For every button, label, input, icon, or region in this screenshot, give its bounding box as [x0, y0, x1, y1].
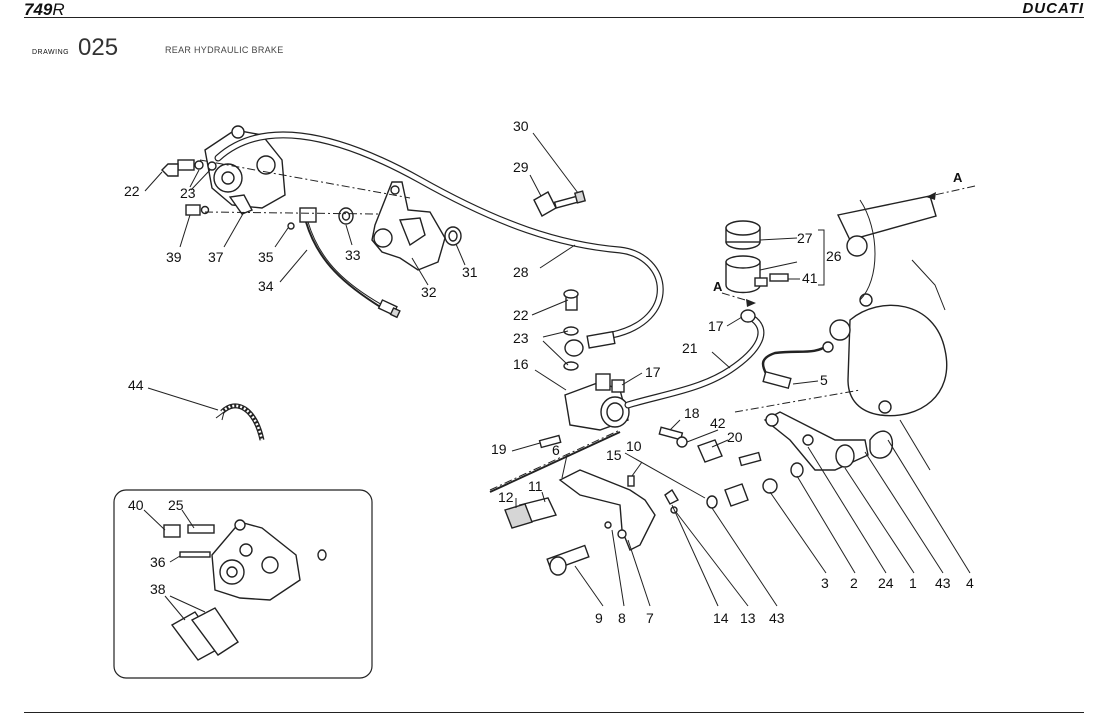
callout-5: 5 — [820, 372, 828, 388]
brand-logo: DUCATI — [1022, 0, 1084, 17]
callout-11: 11 — [528, 478, 543, 494]
footer-divider — [24, 712, 1084, 713]
callout-27: 27 — [797, 230, 813, 246]
callout-7: 7 — [646, 610, 654, 626]
callout-43: 43 — [935, 575, 951, 591]
caliper-bracket — [338, 181, 462, 271]
callout-29: 29 — [513, 159, 529, 175]
callout-24: 24 — [878, 575, 894, 591]
callout-34: 34 — [258, 278, 274, 294]
callout-8: 8 — [618, 610, 626, 626]
cable-clip — [215, 403, 265, 441]
callout-36: 36 — [150, 554, 166, 570]
callout-32: 32 — [421, 284, 437, 300]
callout-17: 17 — [708, 318, 724, 334]
callout-21: 21 — [682, 340, 698, 356]
view-marker-a: A — [953, 170, 963, 185]
screw-22-top — [161, 163, 179, 177]
callout-18: 18 — [684, 405, 700, 421]
callout-30: 30 — [513, 118, 529, 134]
bleed-valve — [533, 190, 587, 217]
callout-28: 28 — [513, 264, 529, 280]
callout-25: 25 — [168, 497, 184, 513]
callout-31: 31 — [462, 264, 478, 280]
callout-9: 9 — [595, 610, 603, 626]
reservoir — [725, 220, 789, 294]
callout-19: 19 — [491, 441, 507, 457]
header-divider — [24, 17, 1084, 18]
callout-33: 33 — [345, 247, 361, 263]
drawing-title: REAR HYDRAULIC BRAKE — [165, 45, 284, 55]
callout-41: 41 — [802, 270, 818, 286]
callout-23: 23 — [180, 185, 196, 201]
callout-17: 17 — [645, 364, 661, 380]
caliper-assembly — [177, 125, 286, 216]
drawing-label: DRAWING — [32, 49, 70, 56]
callout-3: 3 — [821, 575, 829, 591]
callout-22: 22 — [513, 307, 529, 323]
footrest-bracket — [734, 389, 894, 471]
model-name: 749R — [24, 0, 65, 19]
callout-43: 43 — [769, 610, 785, 626]
callout-22: 22 — [124, 183, 140, 199]
frame-section — [829, 195, 948, 471]
callout-44: 44 — [128, 377, 144, 393]
callout-37: 37 — [208, 249, 224, 265]
callout-23: 23 — [513, 330, 529, 346]
callout-14: 14 — [713, 610, 729, 626]
banjo-union — [563, 289, 584, 371]
view-arrow-a-right — [926, 185, 976, 200]
inset-caliper-box — [113, 489, 373, 679]
callout-2: 2 — [850, 575, 858, 591]
callout-38: 38 — [150, 581, 166, 597]
callout-20: 20 — [727, 429, 743, 445]
brake-hose-long — [214, 131, 664, 349]
callout-35: 35 — [258, 249, 274, 265]
master-cylinder — [564, 373, 630, 431]
callout-10: 10 — [626, 438, 642, 454]
callout-1: 1 — [909, 575, 917, 591]
callout-26: 26 — [826, 248, 842, 264]
callout-40: 40 — [128, 497, 144, 513]
callout-12: 12 — [498, 489, 514, 505]
callout-15: 15 — [606, 447, 622, 463]
brake-pedal — [489, 429, 656, 576]
view-marker-a: A — [713, 279, 723, 294]
callout-13: 13 — [740, 610, 756, 626]
callout-6: 6 — [552, 442, 560, 458]
leader-lines — [143, 132, 971, 621]
callout-16: 16 — [513, 356, 529, 372]
drawing-number: 025 — [78, 34, 119, 61]
callout-39: 39 — [166, 249, 182, 265]
sensor-cable — [287, 207, 401, 319]
brake-switch — [761, 341, 834, 390]
view-arrow-a-left — [721, 292, 756, 307]
callout-4: 4 — [966, 575, 974, 591]
callout-42: 42 — [710, 415, 726, 431]
reservoir-hose — [624, 309, 765, 409]
